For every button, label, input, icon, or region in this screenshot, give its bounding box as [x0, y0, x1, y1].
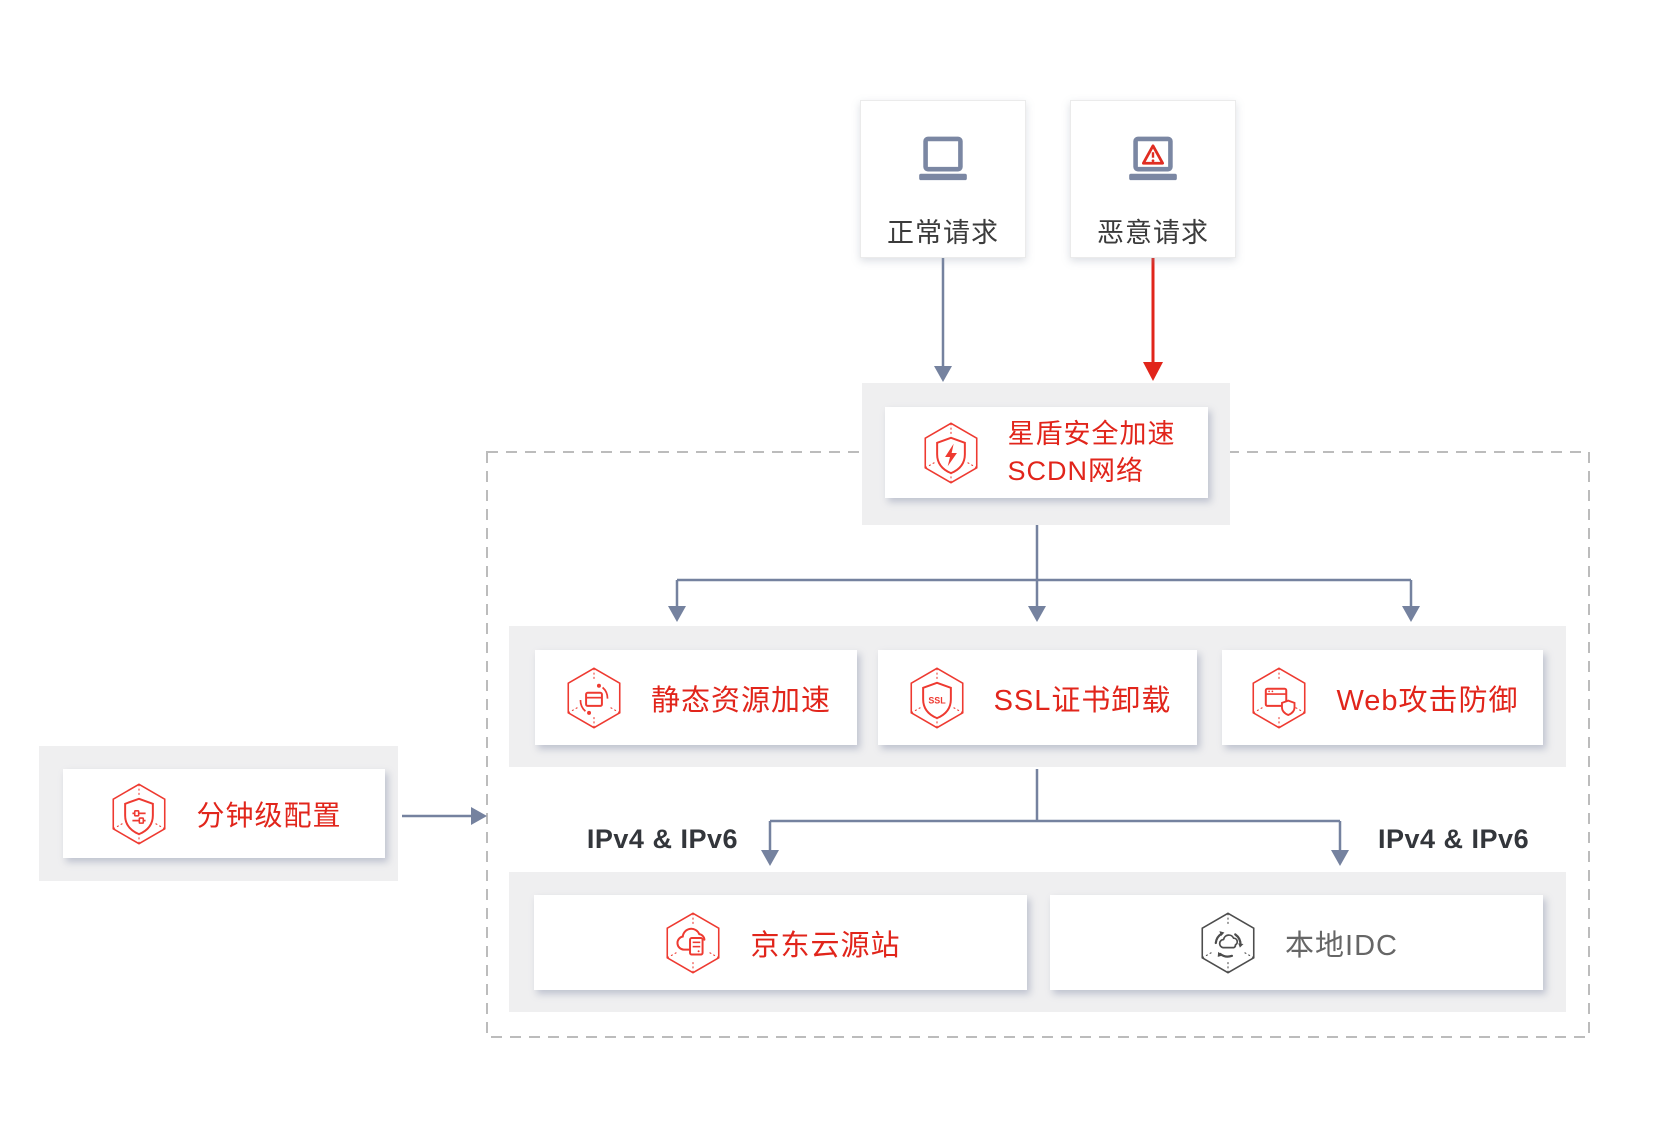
- branch-arrowhead-jd-origin: [761, 850, 779, 866]
- config-arrowhead: [471, 807, 487, 825]
- ipv-label-left: IPv4 & IPv6: [586, 824, 738, 854]
- local-idc-node: 本地IDC: [1050, 895, 1543, 990]
- minute-config-hexagon-icon: [106, 781, 172, 847]
- branch-arrowhead-web: [1402, 606, 1420, 622]
- static-resource-node: 静态资源加速: [535, 650, 857, 745]
- local-idc-label: 本地IDC: [1285, 929, 1398, 962]
- scdn-label-line1: 星盾安全加速: [1007, 418, 1176, 449]
- jd-cloud-origin-hexagon-icon: [660, 910, 726, 976]
- ssl-icon-text: SSL: [928, 695, 946, 705]
- minute-config-node: 分钟级配置: [63, 769, 385, 858]
- ipv-label-right: IPv4 & IPv6: [1378, 824, 1530, 854]
- web-attack-shield-hexagon-icon: [1246, 665, 1312, 731]
- normal-request-arrowhead: [934, 366, 952, 382]
- branch-arrowhead-static: [668, 606, 686, 622]
- web-attack-defense-label: Web攻击防御: [1336, 684, 1519, 717]
- malicious-request-node: 恶意请求: [1070, 100, 1236, 258]
- scdn-node: 星盾安全加速 SCDN网络: [885, 407, 1208, 498]
- static-resource-hexagon-icon: [561, 665, 627, 731]
- malicious-request-arrowhead: [1143, 362, 1163, 381]
- jd-cloud-origin-label: 京东云源站: [750, 929, 901, 962]
- ssl-offload-node: SSL SSL证书卸载: [878, 650, 1197, 745]
- normal-request-node: 正常请求: [860, 100, 1026, 258]
- malicious-request-label: 恶意请求: [1097, 218, 1209, 248]
- web-attack-defense-node: Web攻击防御: [1222, 650, 1543, 745]
- branch-arrowhead-local-idc: [1331, 850, 1349, 866]
- scdn-node-label: 星盾安全加速 SCDN网络: [1008, 416, 1176, 490]
- warning-laptop-icon: [1129, 136, 1177, 181]
- laptop-icon: [919, 136, 967, 181]
- scdn-to-services-tree: [675, 525, 1413, 608]
- minute-config-label: 分钟级配置: [196, 799, 342, 831]
- normal-request-label: 正常请求: [887, 218, 999, 248]
- static-resource-label: 静态资源加速: [650, 684, 831, 717]
- scdn-label-line2: SCDN网络: [1007, 455, 1145, 486]
- scdn-shield-bolt-icon: [918, 420, 984, 486]
- local-idc-hexagon-icon: [1195, 910, 1261, 976]
- ssl-offload-label: SSL证书卸载: [993, 684, 1172, 717]
- branch-arrowhead-ssl: [1028, 606, 1046, 622]
- services-to-origins-tree: [768, 769, 1342, 852]
- jd-cloud-origin-node: 京东云源站: [534, 895, 1027, 990]
- ssl-certificate-hexagon-icon: SSL: [904, 665, 970, 731]
